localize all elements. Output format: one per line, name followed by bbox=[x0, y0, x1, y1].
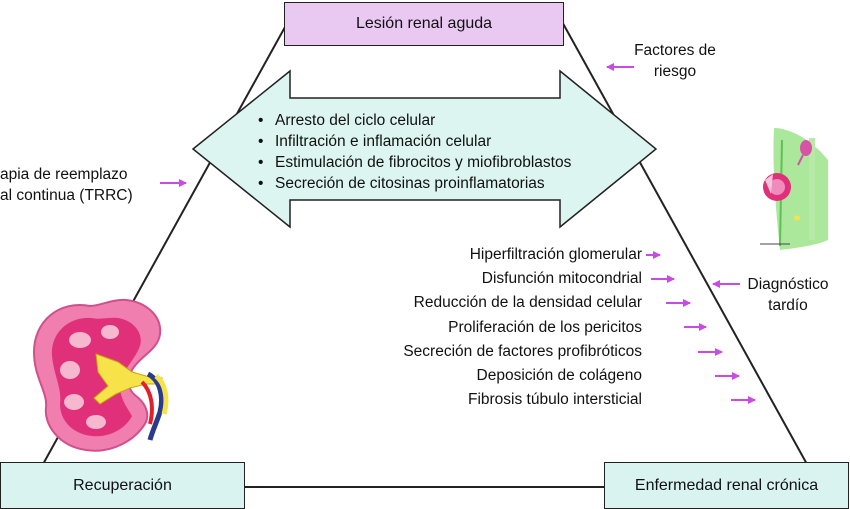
ckd-box: Enfermedad renal crónica bbox=[604, 462, 849, 509]
list-item: Hiperfiltración glomerular bbox=[469, 246, 642, 263]
late-diagnosis-line2: tardío bbox=[768, 297, 808, 314]
list-item: Secreción de factores profibróticos bbox=[403, 342, 642, 360]
late-diagnosis-annotation: Diagnóstico tardío bbox=[740, 274, 836, 316]
list-item: Deposición de colágeno bbox=[476, 367, 642, 385]
rrt-annotation-line1: apia de reemplazo bbox=[0, 166, 128, 183]
late-diagnosis-line1: Diagnóstico bbox=[747, 276, 829, 293]
recovery-label: Recuperación bbox=[73, 476, 172, 494]
list-item: Secreción de citosinas proinflamatorias bbox=[258, 173, 638, 194]
list-item: Reducción de la densidad celular bbox=[413, 294, 642, 312]
aki-label: Lesión renal aguda bbox=[355, 15, 493, 32]
list-item: Disfunción mitocondrial bbox=[481, 270, 642, 288]
list-item: Estimulación de fibrocitos y miofibrobla… bbox=[258, 152, 638, 173]
double-arrow-list: Arresto del ciclo celular Infiltración e… bbox=[258, 110, 638, 194]
ckd-label: Enfermedad renal crónica bbox=[634, 476, 819, 494]
risk-factors-annotation: Factores de riesgo bbox=[628, 40, 722, 82]
rrt-annotation-line2: al continua (TRRC) bbox=[0, 187, 133, 204]
aki-box: Lesión renal aguda bbox=[284, 2, 564, 46]
progression-factors-list: Hiperfiltración glomerular Disfunción mi… bbox=[403, 243, 642, 412]
recovery-box: Recuperación bbox=[0, 462, 245, 509]
list-item: Arresto del ciclo celular bbox=[258, 110, 638, 131]
list-item: Infiltración e inflamación celular bbox=[258, 131, 638, 152]
risk-factors-line2: riesgo bbox=[653, 63, 697, 80]
list-item: Proliferación de los pericitos bbox=[448, 318, 642, 336]
risk-factors-line1: Factores de bbox=[634, 42, 716, 59]
list-item: Fibrosis túbulo intersticial bbox=[467, 391, 642, 409]
rrt-annotation: apia de reemplazo al continua (TRRC) bbox=[0, 164, 133, 206]
right-edge-line bbox=[559, 17, 809, 467]
